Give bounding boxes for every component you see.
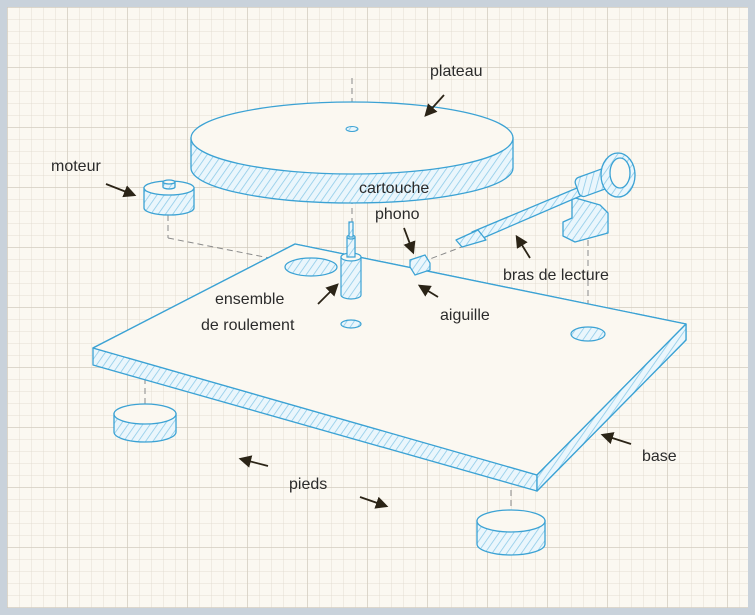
- cartouche-arrow: [403, 227, 416, 255]
- phono-cartridge: [409, 254, 431, 276]
- base-board: [92, 243, 687, 492]
- motor: [143, 179, 195, 216]
- label-de-roulement: de roulement: [201, 317, 295, 334]
- labels: plateau moteur cartouche phono ensemble …: [51, 63, 677, 493]
- foot-right: [476, 509, 546, 556]
- tonearm-mount-hole: [570, 326, 606, 342]
- bras-arrow: [515, 234, 531, 259]
- label-pieds: pieds: [289, 476, 327, 493]
- label-ensemble: ensemble: [215, 291, 284, 308]
- label-cartouche: cartouche: [359, 180, 429, 197]
- label-moteur: moteur: [51, 158, 101, 175]
- pieds-arrow-right: [359, 496, 389, 509]
- platter: [190, 101, 514, 204]
- bearing-hole: [340, 319, 362, 329]
- tonearm: [455, 152, 636, 248]
- label-aiguille: aiguille: [440, 307, 490, 324]
- bearing-assembly: [340, 221, 362, 300]
- label-arrows: [105, 94, 632, 509]
- ensemble-arrow: [317, 283, 339, 305]
- moteur-arrow: [105, 183, 137, 198]
- base-arrow: [600, 432, 632, 445]
- pieds-arrow-left: [238, 455, 269, 468]
- label-bras-de-lecture: bras de lecture: [503, 267, 609, 284]
- platter-hole: [284, 257, 338, 277]
- aiguille-arrow: [417, 284, 439, 298]
- label-phono: phono: [375, 206, 420, 223]
- foot-left: [113, 403, 177, 443]
- label-base: base: [642, 448, 677, 465]
- label-plateau: plateau: [430, 63, 483, 80]
- plateau-arrow: [424, 94, 445, 117]
